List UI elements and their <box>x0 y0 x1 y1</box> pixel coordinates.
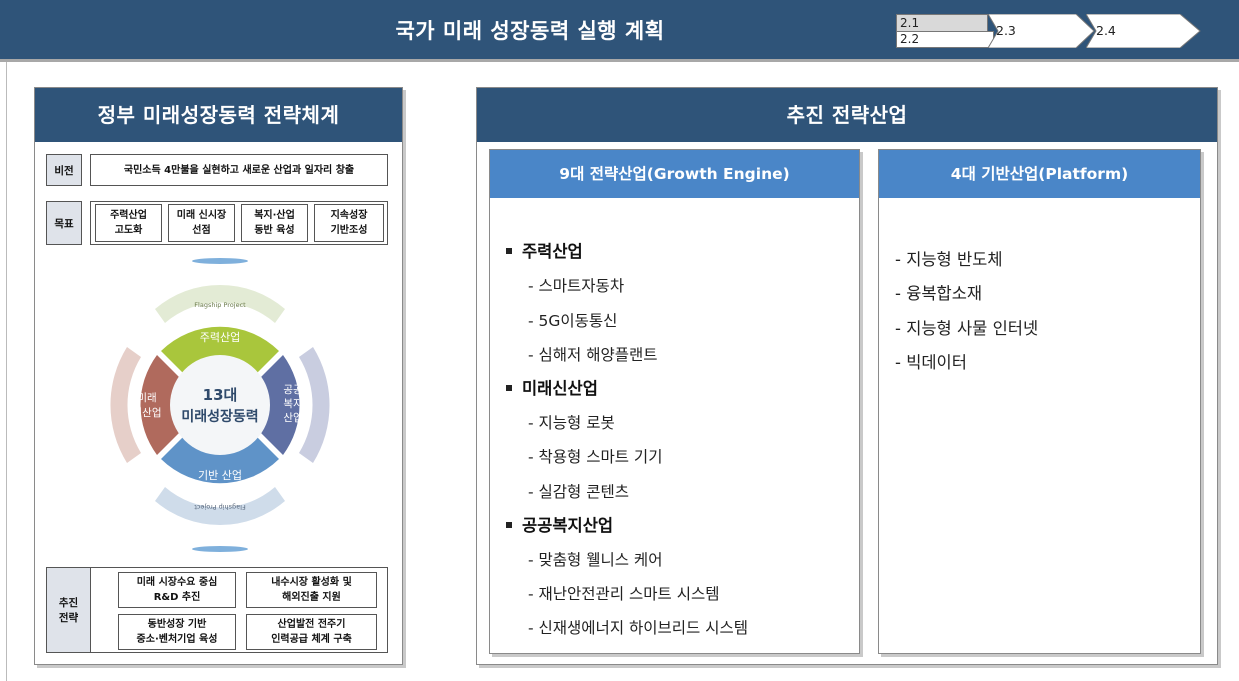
flagship-arc-right <box>299 347 330 463</box>
platform-panel: 4대 기반산업(Platform) - 지능형 반도체 - 융복합소재 - 지능… <box>878 149 1201 654</box>
category-future-industry: 미래신산업 <box>506 375 598 399</box>
center-label-1: 13대 <box>203 386 238 404</box>
list-item: - 실감형 콘텐츠 <box>528 483 630 501</box>
vision-tag: 비전 <box>46 154 82 186</box>
step-2-3-label: 2.3 <box>996 23 1016 38</box>
bullet-icon <box>506 247 512 254</box>
center-label-2: 미래성장동력 <box>181 408 258 425</box>
list-item: - 지능형 로봇 <box>528 414 615 432</box>
bullet-icon <box>506 521 512 528</box>
platform-title: 4대 기반산업(Platform) <box>879 150 1200 198</box>
segment-future-industry <box>140 355 179 455</box>
flagship-arc-left <box>110 347 141 463</box>
category-public-welfare: 공공복지산업 <box>506 512 613 536</box>
strategy-item: 동반성장 기반 중소·벤처기업 육성 <box>118 614 236 650</box>
segment-base-industry <box>161 437 279 484</box>
category-label: 공공복지산업 <box>522 516 614 535</box>
step-2-3-chevron[interactable] <box>988 14 1098 48</box>
segment-label-bottom: 기반 산업 <box>198 469 242 482</box>
category-label: 미래신산업 <box>522 379 598 398</box>
segment-public-welfare <box>261 355 300 455</box>
list-item: - 재난안전관리 스마트 시스템 <box>528 585 720 603</box>
list-item: - 융복합소재 <box>895 284 983 303</box>
segment-label-left-1: 미래 <box>137 392 156 404</box>
goal-tag: 목표 <box>46 201 82 245</box>
list-item: - 스마트자동차 <box>528 277 625 295</box>
glow-bottom <box>192 546 248 552</box>
flagship-label-bottom: Flagship Project <box>194 503 246 511</box>
flagship-arc-bottom <box>155 487 285 526</box>
strategy-system-panel: 정부 미래성장동력 전략체계 비전 국민소득 4만불을 실현하고 새로운 산업과… <box>34 87 403 665</box>
growth-engine-panel: 9대 전략산업(Growth Engine) 주력산업 - 스마트자동차 - 5… <box>489 149 860 654</box>
segment-label-right-2: 복지 <box>283 398 302 410</box>
strategy-item: 미래 시장수요 중심 R&D 추진 <box>118 572 236 608</box>
goal-item: 복지·산업 동반 육성 <box>241 204 308 242</box>
step-2-2[interactable]: 2.2 <box>896 31 994 48</box>
strategic-industries-title: 추진 전략산업 <box>477 88 1217 142</box>
strategy-tag: 추진 전략 <box>46 567 91 653</box>
list-item: - 빅데이터 <box>895 353 967 372</box>
bullet-icon <box>506 384 512 391</box>
list-item: - 5G이동통신 <box>528 312 618 330</box>
center-circle <box>170 355 270 455</box>
goal-item: 주력산업 고도화 <box>95 204 162 242</box>
step-navigator: 2.1 2.2 2.3 2.4 <box>896 10 1226 50</box>
list-item: - 지능형 사물 인터넷 <box>895 319 1039 338</box>
segment-main-industry <box>161 326 279 373</box>
left-rule <box>6 62 7 681</box>
strategy-system-title: 정부 미래성장동력 전략체계 <box>35 88 402 142</box>
strategy-item: 산업발전 전주기 인력공급 체계 구축 <box>246 614 377 650</box>
list-item: - 심해저 해양플랜트 <box>528 346 658 364</box>
category-main-industry: 주력산업 <box>506 238 583 262</box>
segment-label-top: 주력산업 <box>200 331 240 344</box>
list-item: - 맞춤형 웰니스 케어 <box>528 551 663 569</box>
strategy-item: 내수시장 활성화 및 해외진출 지원 <box>246 572 377 608</box>
strategic-industries-panel: 추진 전략산업 9대 전략산업(Growth Engine) 주력산업 - 스마… <box>476 87 1218 665</box>
step-2-1[interactable]: 2.1 <box>896 14 988 31</box>
step-2-4-chevron[interactable] <box>1086 14 1206 48</box>
flagship-arc-top <box>155 284 285 323</box>
growth-engine-title: 9대 전략산업(Growth Engine) <box>490 150 859 198</box>
flagship-label-top: Flagship Project <box>194 301 246 309</box>
category-label: 주력산업 <box>522 242 583 261</box>
goal-item: 지속성장 기반조성 <box>314 204 384 242</box>
growth-engine-diagram: Flagship Project Flagship Project 13대 미래… <box>110 258 330 552</box>
list-item: - 지능형 반도체 <box>895 250 1003 269</box>
step-2-4-label: 2.4 <box>1096 23 1116 38</box>
page-title: 국가 미래 성장동력 실행 계획 <box>395 19 665 43</box>
goal-item: 미래 신시장 선점 <box>168 204 235 242</box>
list-item: - 신재생에너지 하이브리드 시스템 <box>528 619 749 637</box>
segment-label-right-1: 공공 <box>283 384 303 396</box>
list-item: - 착용형 스마트 기기 <box>528 448 663 466</box>
segment-label-right-3: 산업 <box>283 411 302 424</box>
vision-text: 국민소득 4만불을 실현하고 새로운 산업과 일자리 창출 <box>90 154 388 186</box>
top-banner: 국가 미래 성장동력 실행 계획 2.1 2.2 2.3 2.4 <box>0 0 1239 62</box>
glow-top <box>192 258 248 264</box>
segment-label-left-2: 신산업 <box>133 406 162 419</box>
step-stack: 2.1 2.2 <box>896 14 994 48</box>
